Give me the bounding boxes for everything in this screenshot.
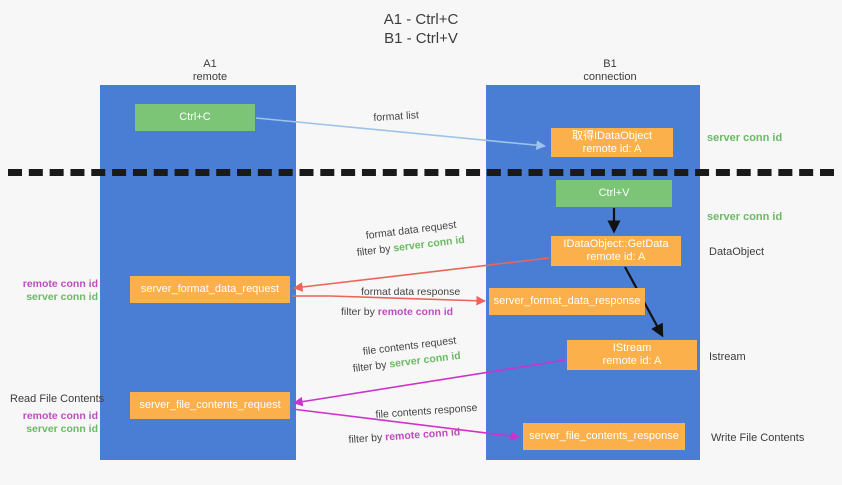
box-server-file-contents-request[interactable]: server_file_contents_request	[130, 392, 290, 419]
box-get-idataobject[interactable]: 取得IDataObject remote id: A	[551, 128, 673, 157]
box-server-file-contents-response[interactable]: server_file_contents_response	[523, 423, 685, 450]
label-format-data-response-filter: filter by remote conn id	[341, 305, 453, 319]
label-conn-ids-lower: remote conn id server conn id	[10, 410, 98, 436]
label-read-file-contents: Read File Contents	[10, 393, 105, 405]
label-server-conn-id-lower: server conn id	[26, 423, 98, 435]
label-remote-conn-id-lower: remote conn id	[22, 410, 98, 422]
box-ctrl-v[interactable]: Ctrl+V	[556, 180, 672, 207]
label-istream: Istream	[709, 351, 746, 363]
column-header-b1: B1 connection	[583, 58, 637, 83]
label-remote-conn-id-upper: remote conn id	[22, 278, 98, 290]
label-file-contents-response-filter: filter by remote conn id	[348, 425, 461, 447]
label-server-conn-id-top: server conn id	[707, 132, 783, 144]
filter-prefix: filter by	[341, 306, 378, 318]
label-conn-ids-upper: remote conn id server conn id	[10, 278, 98, 304]
box-istream[interactable]: IStream remote id: A	[567, 340, 697, 370]
box-ctrl-c[interactable]: Ctrl+C	[135, 104, 255, 131]
filter-prefix: filter by	[352, 358, 391, 375]
box-server-format-data-request[interactable]: server_format_data_request	[130, 276, 290, 303]
box-server-format-data-response[interactable]: server_format_data_response	[489, 288, 645, 315]
filter-prefix: filter by	[356, 242, 395, 259]
filter-value-remote-conn-id: remote conn id	[377, 306, 454, 318]
label-server-conn-id-upper: server conn id	[26, 291, 98, 303]
column-header-a1: A1 remote	[192, 58, 228, 83]
filter-value-remote-conn-id: remote conn id	[384, 426, 461, 444]
label-file-contents-response: file contents response	[375, 401, 478, 421]
diagram-title: A1 - Ctrl+C B1 - Ctrl+V	[383, 11, 459, 47]
phase-divider	[8, 169, 834, 176]
label-format-data-response: format data response	[361, 286, 461, 298]
label-write-file-contents: Write File Contents	[711, 432, 805, 444]
label-format-list: format list	[373, 109, 420, 124]
label-dataobject: DataObject	[709, 246, 765, 258]
label-server-conn-id-mid: server conn id	[707, 211, 783, 223]
filter-prefix: filter by	[348, 431, 386, 446]
box-idataobject-getdata[interactable]: IDataObject::GetData remote id: A	[551, 236, 681, 266]
